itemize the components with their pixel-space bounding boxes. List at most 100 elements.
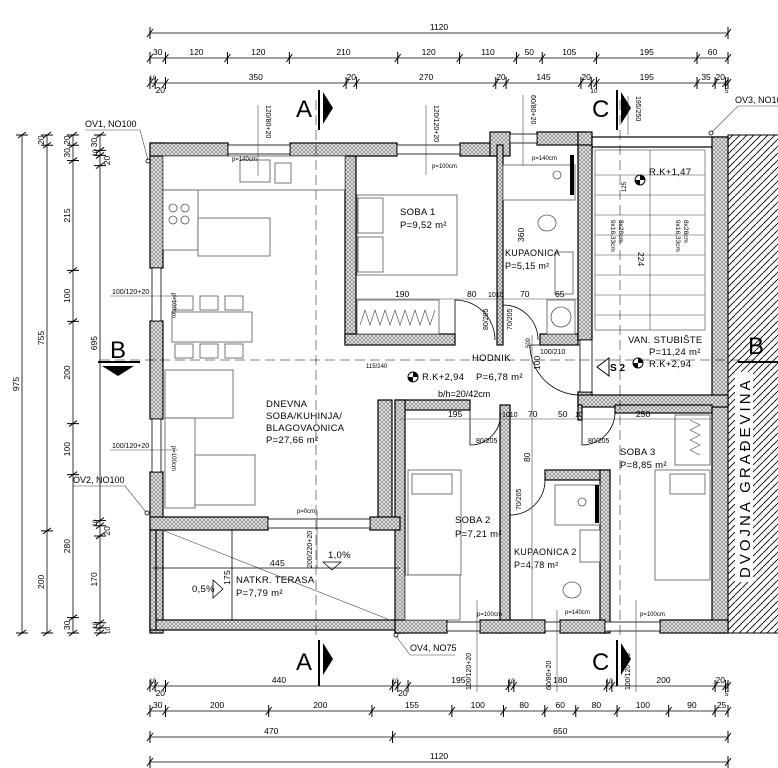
svg-text:P=5,15 m²: P=5,15 m² xyxy=(505,261,549,271)
svg-text:R.K+1,47: R.K+1,47 xyxy=(649,167,691,178)
dimension-tick xyxy=(404,680,412,692)
dimension-tick xyxy=(724,680,732,692)
dimension-label: 30 xyxy=(62,620,72,630)
windows xyxy=(151,133,661,632)
dimension-label: 755 xyxy=(36,331,46,345)
dimension-chain-top-0: 1120 xyxy=(146,22,732,39)
svg-text:p=100cm: p=100cm xyxy=(170,293,176,318)
dimension-tick xyxy=(394,680,402,692)
section-marker-c-bottom: C xyxy=(592,640,631,686)
dimension-tick xyxy=(500,705,507,717)
svg-text:100/120+20: 100/120+20 xyxy=(466,653,473,690)
svg-text:B: B xyxy=(748,333,764,360)
dimension-tick xyxy=(613,705,621,717)
dimension-tick xyxy=(146,756,154,768)
dimension-tick xyxy=(151,77,159,89)
dimension-label: 145 xyxy=(536,72,550,82)
svg-text:195: 195 xyxy=(448,409,462,419)
dimension-tick xyxy=(724,705,732,717)
dimension-tick xyxy=(389,731,396,743)
dimension-tick xyxy=(724,52,732,64)
svg-text:445: 445 xyxy=(270,558,285,568)
dimension-tick xyxy=(41,527,53,535)
dimension-tick xyxy=(724,756,732,768)
svg-text:100: 100 xyxy=(532,356,542,370)
dimension-tick xyxy=(94,162,106,170)
svg-text:p=140cm: p=140cm xyxy=(532,156,557,162)
svg-text:p=140cm: p=140cm xyxy=(565,610,590,616)
dimension-label: 35 xyxy=(701,72,711,82)
room-terrace: NATKR. TERASA P=7,79 m² 1,0% 0,5% 445 17… xyxy=(192,550,351,599)
svg-text:70/205: 70/205 xyxy=(516,488,523,510)
dimension-label: 20 xyxy=(62,135,72,145)
svg-text:p=100cm: p=100cm xyxy=(640,612,665,618)
dimension-label: 20 xyxy=(581,72,591,82)
dimension-label: 200 xyxy=(62,365,72,379)
dimension-label: 10 xyxy=(92,149,99,157)
svg-text:P=7,21 m²: P=7,21 m² xyxy=(455,529,502,540)
svg-text:65: 65 xyxy=(555,289,565,299)
dimension-tick xyxy=(541,705,549,717)
dimension-label: 1120 xyxy=(430,751,449,761)
dimension-label: 20 xyxy=(716,675,726,685)
room-bath1: KUPAONICA P=5,15 m² xyxy=(505,248,560,271)
svg-text:70/205: 70/205 xyxy=(507,308,514,330)
dimension-label: 200 xyxy=(210,700,224,710)
dimension-tick xyxy=(151,680,159,692)
svg-text:80/205: 80/205 xyxy=(588,438,610,445)
svg-text:HODNIK: HODNIK xyxy=(472,353,511,364)
svg-text:p=0cm: p=0cm xyxy=(297,509,315,515)
dimension-tick xyxy=(711,77,719,89)
svg-text:R.K+2,94: R.K+2,94 xyxy=(422,372,464,383)
svg-text:p=100cm: p=100cm xyxy=(170,446,176,471)
svg-text:9x16,33cm: 9x16,33cm xyxy=(674,220,681,252)
dimension-tick xyxy=(67,157,79,164)
dimension-tick xyxy=(724,27,732,39)
dimension-label: 100 xyxy=(62,289,72,303)
dimension-label: 100 xyxy=(636,700,650,710)
sill-heights: p=140cm p=100cm p=140cm p=100cm p=100cm … xyxy=(170,156,665,618)
dimension-tick xyxy=(456,52,464,64)
svg-text:8x28cm: 8x28cm xyxy=(682,220,689,243)
dimension-label: 20 xyxy=(156,688,166,698)
dimension-label: 120 xyxy=(251,47,265,57)
room-hall: HODNIK R.K+2,94 P=6,78 m² xyxy=(422,353,522,383)
svg-text:120/80+20: 120/80+20 xyxy=(264,105,271,138)
dimension-label: 80 xyxy=(592,700,602,710)
dimension-tick xyxy=(693,52,701,64)
dimension-tick xyxy=(94,131,106,139)
dimension-label: 25 xyxy=(717,700,727,710)
dimension-label: 5 xyxy=(725,88,729,95)
svg-text:70: 70 xyxy=(528,409,538,419)
dimension-tick xyxy=(342,77,350,89)
dimension-tick xyxy=(94,619,106,627)
dimension-tick xyxy=(162,52,169,64)
svg-text:BLAGOVAONICA: BLAGOVAONICA xyxy=(266,423,345,434)
svg-text:P=7,79 m²: P=7,79 m² xyxy=(236,588,283,599)
dimension-tick xyxy=(94,624,106,632)
dimension-label: 50 xyxy=(525,47,535,57)
dimension-label: 100 xyxy=(62,442,72,456)
svg-text:p=100cm: p=100cm xyxy=(432,164,457,170)
dimension-label: 470 xyxy=(264,726,278,736)
dimension-label: 20 xyxy=(716,72,726,82)
dimension-label: 180 xyxy=(553,675,567,685)
dimension-label: 200 xyxy=(313,700,327,710)
dimension-label: 195 xyxy=(640,47,654,57)
svg-text:P=27,66 m²: P=27,66 m² xyxy=(266,435,318,446)
svg-text:P=8,85 m²: P=8,85 m² xyxy=(620,460,667,471)
svg-text:1010: 1010 xyxy=(488,292,504,299)
svg-text:10: 10 xyxy=(575,412,583,419)
dimension-tick xyxy=(162,705,169,717)
dimension-label: 195 xyxy=(640,72,654,82)
dimension-tick xyxy=(389,680,396,692)
svg-text:SOBA 2: SOBA 2 xyxy=(455,515,491,526)
svg-text:1010: 1010 xyxy=(502,412,518,419)
room-soba3: SOBA 3 P=8,85 m² xyxy=(620,447,667,471)
dimension-label: 10 xyxy=(92,519,99,527)
dimension-label: 5 xyxy=(725,691,729,698)
